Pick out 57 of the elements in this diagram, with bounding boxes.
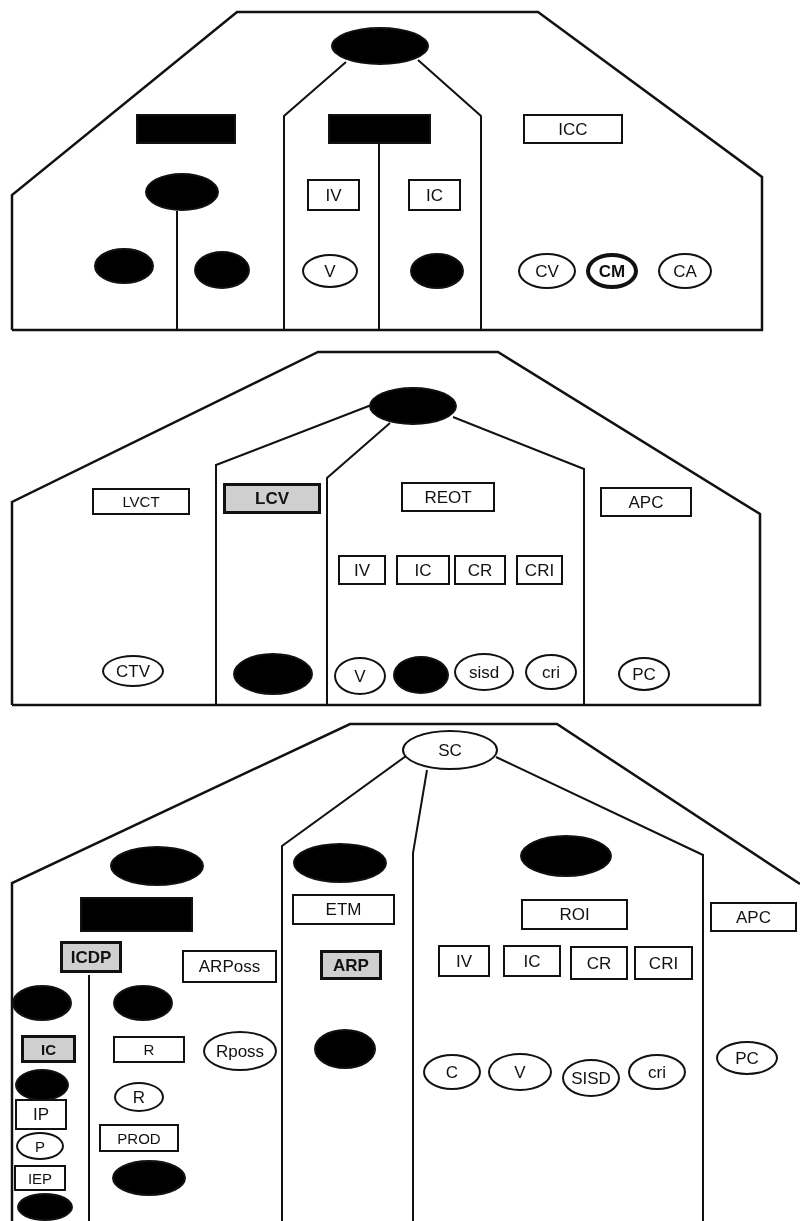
oval-label: PC <box>618 657 670 691</box>
oval-label: R <box>114 1082 164 1112</box>
label-box: R <box>113 1036 185 1063</box>
oval-label: C <box>423 1054 481 1090</box>
filled-oval <box>393 656 449 694</box>
label-box: ROI <box>521 899 628 930</box>
oval-label: cri <box>628 1054 686 1090</box>
oval-label: V <box>334 657 386 695</box>
label-box: LCV <box>223 483 321 514</box>
label-box: IC <box>396 555 450 585</box>
label-box: IV <box>307 179 360 211</box>
label-box: IC <box>503 945 561 977</box>
oval-label: P <box>16 1132 64 1160</box>
oval-label: CA <box>658 253 712 289</box>
oval-label: V <box>488 1053 552 1091</box>
label-box: IEP <box>14 1165 66 1191</box>
label-box: CR <box>454 555 506 585</box>
label-box: CRI <box>516 555 563 585</box>
label-box: IV <box>438 945 490 977</box>
filled-oval <box>194 251 250 289</box>
oval-label: V <box>302 254 358 288</box>
label-box: APC <box>600 487 692 517</box>
label-box: LVCT <box>92 488 190 515</box>
filled-bar <box>136 114 236 144</box>
filled-oval <box>113 985 173 1021</box>
filled-oval <box>12 985 72 1021</box>
oval-label: cri <box>525 654 577 690</box>
oval-label: Rposs <box>203 1031 277 1071</box>
filled-oval <box>15 1069 69 1101</box>
label-box: CRI <box>634 946 693 980</box>
filled-oval <box>369 387 457 425</box>
label-box: ETM <box>292 894 395 925</box>
filled-bar <box>328 114 431 144</box>
label-box: IC <box>408 179 461 211</box>
oval-label: CM <box>586 253 638 289</box>
label-box: ARPoss <box>182 950 277 983</box>
label-box: IP <box>15 1099 67 1130</box>
label-box: PROD <box>99 1124 179 1152</box>
filled-oval <box>314 1029 376 1069</box>
label-box: IC <box>21 1035 76 1063</box>
filled-oval <box>17 1193 73 1221</box>
label-box: REOT <box>401 482 495 512</box>
filled-bar <box>80 897 193 932</box>
oval-label: PC <box>716 1041 778 1075</box>
label-box: CR <box>570 946 628 980</box>
filled-oval <box>410 253 464 289</box>
oval-label: CV <box>518 253 576 289</box>
oval-label: CTV <box>102 655 164 687</box>
oval-label: sisd <box>454 653 514 691</box>
label-box: IV <box>338 555 386 585</box>
label-box: APC <box>710 902 797 932</box>
oval-label: SISD <box>562 1059 620 1097</box>
label-box: ICDP <box>60 941 122 973</box>
oval-label: SC <box>402 730 498 770</box>
label-box: ARP <box>320 950 382 980</box>
label-box: ICC <box>523 114 623 144</box>
filled-oval <box>94 248 154 284</box>
